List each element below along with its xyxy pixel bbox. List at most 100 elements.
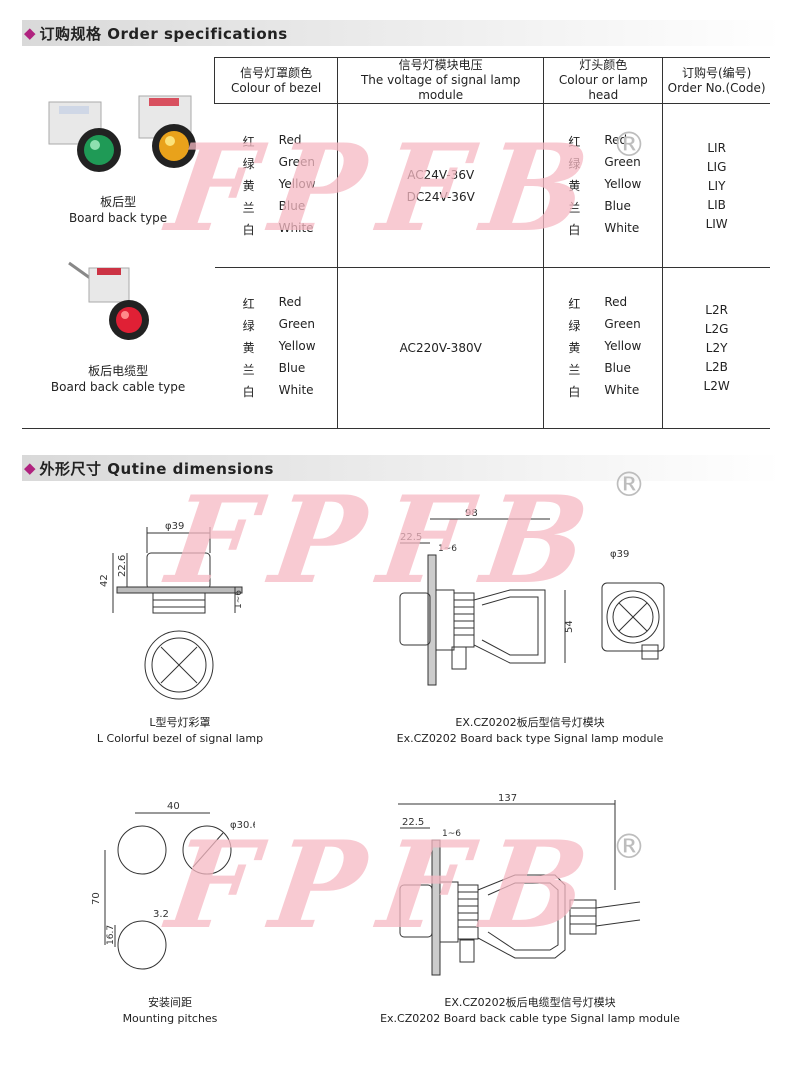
type-cn: 板后电缆型 bbox=[88, 363, 149, 378]
colour-entry: 黄 Yellow bbox=[568, 339, 662, 356]
pitch-caption: 安装间距 Mounting pitches bbox=[70, 995, 270, 1027]
colour-cn: 绿 bbox=[242, 157, 255, 172]
colour-cn: 黄 bbox=[568, 341, 581, 356]
dim-len: 98 bbox=[465, 508, 478, 519]
colour-en: Blue bbox=[278, 361, 306, 376]
voltage-cell: AC24V-36V DC24V-36V bbox=[337, 103, 544, 268]
caption-cn: L型号灯彩罩 bbox=[149, 716, 211, 729]
colour-cn: 绿 bbox=[568, 319, 581, 334]
order-code: L2W bbox=[703, 378, 730, 393]
colour-en: Blue bbox=[604, 361, 631, 376]
colour-cn: 绿 bbox=[568, 157, 581, 172]
colour-entry: 兰 Blue bbox=[568, 361, 662, 378]
colour-en: Green bbox=[278, 155, 315, 170]
registered-mark: ® bbox=[612, 125, 646, 165]
header-en: The voltage of signal lamp module bbox=[360, 73, 521, 103]
type-cn: 板后型 bbox=[100, 194, 137, 209]
colour-en: Yellow bbox=[278, 177, 316, 192]
colour-cn: 兰 bbox=[568, 363, 581, 378]
colour-en: Red bbox=[604, 133, 628, 148]
colour-en: Red bbox=[604, 295, 628, 310]
caption-cn: EX.CZ0202板后电缆型信号灯模块 bbox=[444, 996, 616, 1009]
yellow-lamp-image bbox=[138, 95, 196, 168]
voltage-cell: AC220V-380V bbox=[337, 267, 544, 429]
dim-t: 1~6 bbox=[234, 590, 244, 609]
green-lamp-image bbox=[48, 101, 121, 172]
dim-len: 137 bbox=[498, 793, 517, 804]
dim-t: 1~6 bbox=[442, 829, 461, 839]
header-order-no: 订购号(编号) Order No.(Code) bbox=[662, 56, 770, 104]
colour-cn: 兰 bbox=[568, 201, 581, 216]
voltage-value: AC220V-380V bbox=[399, 340, 482, 355]
module-drawing: 98 22.5 1~6 54 φ39 bbox=[399, 508, 665, 686]
caption-en: Ex.CZ0202 Board back type Signal lamp mo… bbox=[396, 732, 664, 745]
dimensions-header: ◆ 外形尺寸 Qutine dimensions bbox=[22, 455, 782, 481]
diamond-bullet-icon: ◆ bbox=[24, 459, 36, 477]
dim-k: 3.2 bbox=[153, 909, 169, 920]
colour-en: White bbox=[278, 221, 314, 236]
colour-cn: 红 bbox=[568, 135, 581, 150]
colour-en: Yellow bbox=[604, 177, 642, 192]
dim-d22: 22.5 bbox=[402, 817, 424, 828]
cable-lamp-photo bbox=[68, 261, 149, 340]
header-cn: 灯头颜色 bbox=[579, 58, 628, 73]
colour-cn: 黄 bbox=[242, 341, 255, 356]
colour-en: White bbox=[278, 383, 314, 398]
colour-cn: 兰 bbox=[242, 201, 255, 216]
module-caption: EX.CZ0202板后型信号灯模块 Ex.CZ0202 Board back t… bbox=[370, 715, 690, 747]
order-code: LIY bbox=[707, 178, 726, 193]
order-code: LIR bbox=[707, 140, 726, 155]
registered-mark: ® bbox=[612, 827, 646, 867]
colour-cn: 兰 bbox=[242, 363, 255, 378]
header-bezel-colour: 信号灯罩颜色 Colour of bezel bbox=[214, 56, 338, 104]
order-code: LIG bbox=[706, 159, 727, 174]
order-code: L2G bbox=[704, 321, 729, 336]
colour-en: Green bbox=[278, 317, 315, 332]
colour-en: Red bbox=[278, 133, 302, 148]
header-voltage: 信号灯模块电压 The voltage of signal lamp modul… bbox=[337, 56, 544, 104]
dim-h16: 16.7 bbox=[106, 925, 116, 945]
dim-h70: 70 bbox=[91, 892, 102, 905]
colour-en: Yellow bbox=[604, 339, 642, 354]
table-header-row: 板后型 Board back type 板后电缆型 Board back cab… bbox=[22, 56, 770, 429]
order-code: L2B bbox=[705, 359, 728, 374]
header-cn: 信号灯罩颜色 bbox=[240, 65, 313, 80]
cable-type-label: 板后电缆型 Board back cable type bbox=[22, 363, 214, 395]
mounting-pitch-drawing: 40 φ30.6 70 3.2 16.7 bbox=[91, 801, 255, 970]
colour-cn: 绿 bbox=[242, 319, 255, 334]
header-cn: 订购号(编号) bbox=[681, 65, 752, 80]
dim-t: 1~6 bbox=[438, 544, 457, 554]
header-en: Colour of bezel bbox=[231, 80, 322, 95]
colour-entry: 绿 Green bbox=[243, 155, 337, 172]
dim-d22: 22.5 bbox=[400, 532, 422, 543]
colour-entry: 红 Red bbox=[243, 133, 337, 150]
dim-h54: 54 bbox=[564, 620, 575, 633]
type-en: Board back type bbox=[68, 210, 168, 225]
caption-en: L Colorful bezel of signal lamp bbox=[96, 732, 264, 745]
dim-h22: 22.6 bbox=[117, 555, 128, 577]
caption-en: Ex.CZ0202 Board back cable type Signal l… bbox=[380, 1012, 680, 1025]
colour-cn: 红 bbox=[242, 135, 255, 150]
colour-entry: 兰 Blue bbox=[568, 199, 662, 216]
order-code: L2R bbox=[705, 302, 728, 317]
colour-en: Blue bbox=[604, 199, 631, 214]
dim-h42: 42 bbox=[99, 574, 110, 587]
caption-cn: 安装间距 bbox=[148, 996, 192, 1009]
cable-module-caption: EX.CZ0202板后电缆型信号灯模块 Ex.CZ0202 Board back… bbox=[360, 995, 700, 1027]
bezel-caption: L型号灯彩罩 L Colorful bezel of signal lamp bbox=[70, 715, 290, 747]
